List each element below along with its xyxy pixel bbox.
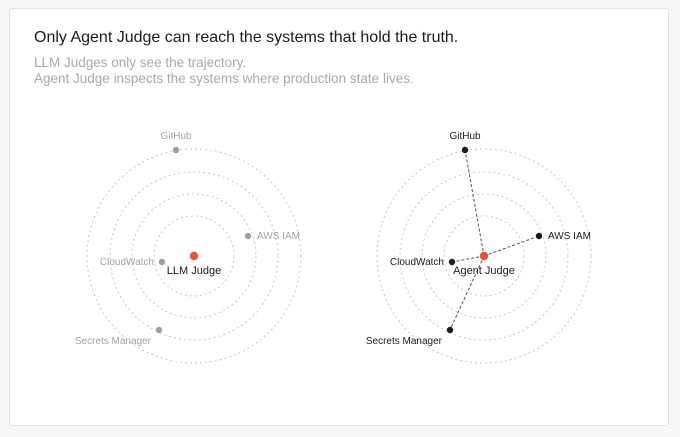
llm-node-cloudwatch (158, 258, 166, 266)
llm-label-secrets-manager: Secrets Manager (75, 336, 152, 347)
agent-node-secrets-manager (446, 326, 454, 334)
agent-judge-center-node (479, 251, 489, 261)
subtitle-line-2: Agent Judge inspects the systems where p… (34, 71, 414, 86)
agent-node-aws-iam (535, 232, 543, 240)
agent-rings (376, 148, 592, 364)
llm-judge-center-label: LLM Judge (167, 265, 221, 277)
content-card (9, 8, 669, 426)
agent-connection-secrets-manager (449, 255, 485, 331)
llm-ring-2 (131, 193, 257, 319)
agent-node-github (461, 146, 469, 154)
llm-node-github (172, 146, 180, 154)
llm-ring-1 (153, 215, 235, 297)
llm-ring-4 (86, 148, 302, 364)
agent-label-cloudwatch: CloudWatch (390, 257, 444, 268)
llm-node-secrets-manager (155, 326, 163, 334)
llm-judge-diagram: GitHub AWS IAM CloudWatch Secrets Manage… (75, 131, 302, 364)
agent-node-cloudwatch (448, 258, 456, 266)
agent-ring-3 (399, 171, 569, 341)
agent-connections (449, 149, 540, 331)
page-title: Only Agent Judge can reach the systems t… (34, 29, 459, 46)
llm-rings (86, 148, 302, 364)
agent-ring-1 (443, 215, 525, 297)
llm-label-github: GitHub (160, 131, 192, 142)
agent-judge-center-label: Agent Judge (453, 265, 515, 277)
agent-ring-4 (376, 148, 592, 364)
agent-connection-github (464, 149, 485, 257)
llm-node-aws-iam (244, 232, 252, 240)
agent-judge-diagram: GitHub AWS IAM CloudWatch Secrets Manage… (366, 131, 592, 364)
llm-label-cloudwatch: CloudWatch (100, 257, 154, 268)
agent-label-github: GitHub (449, 131, 481, 142)
agent-connection-aws-iam (483, 235, 540, 257)
agent-label-secrets-manager: Secrets Manager (366, 336, 443, 347)
agent-label-aws-iam: AWS IAM (548, 231, 591, 242)
llm-label-aws-iam: AWS IAM (257, 231, 300, 242)
llm-judge-center-node (189, 251, 199, 261)
subtitle-line-1: LLM Judges only see the trajectory. (34, 55, 247, 70)
llm-ring-3 (109, 171, 279, 341)
agent-connection-cloudwatch (451, 255, 485, 263)
agent-ring-2 (421, 193, 547, 319)
